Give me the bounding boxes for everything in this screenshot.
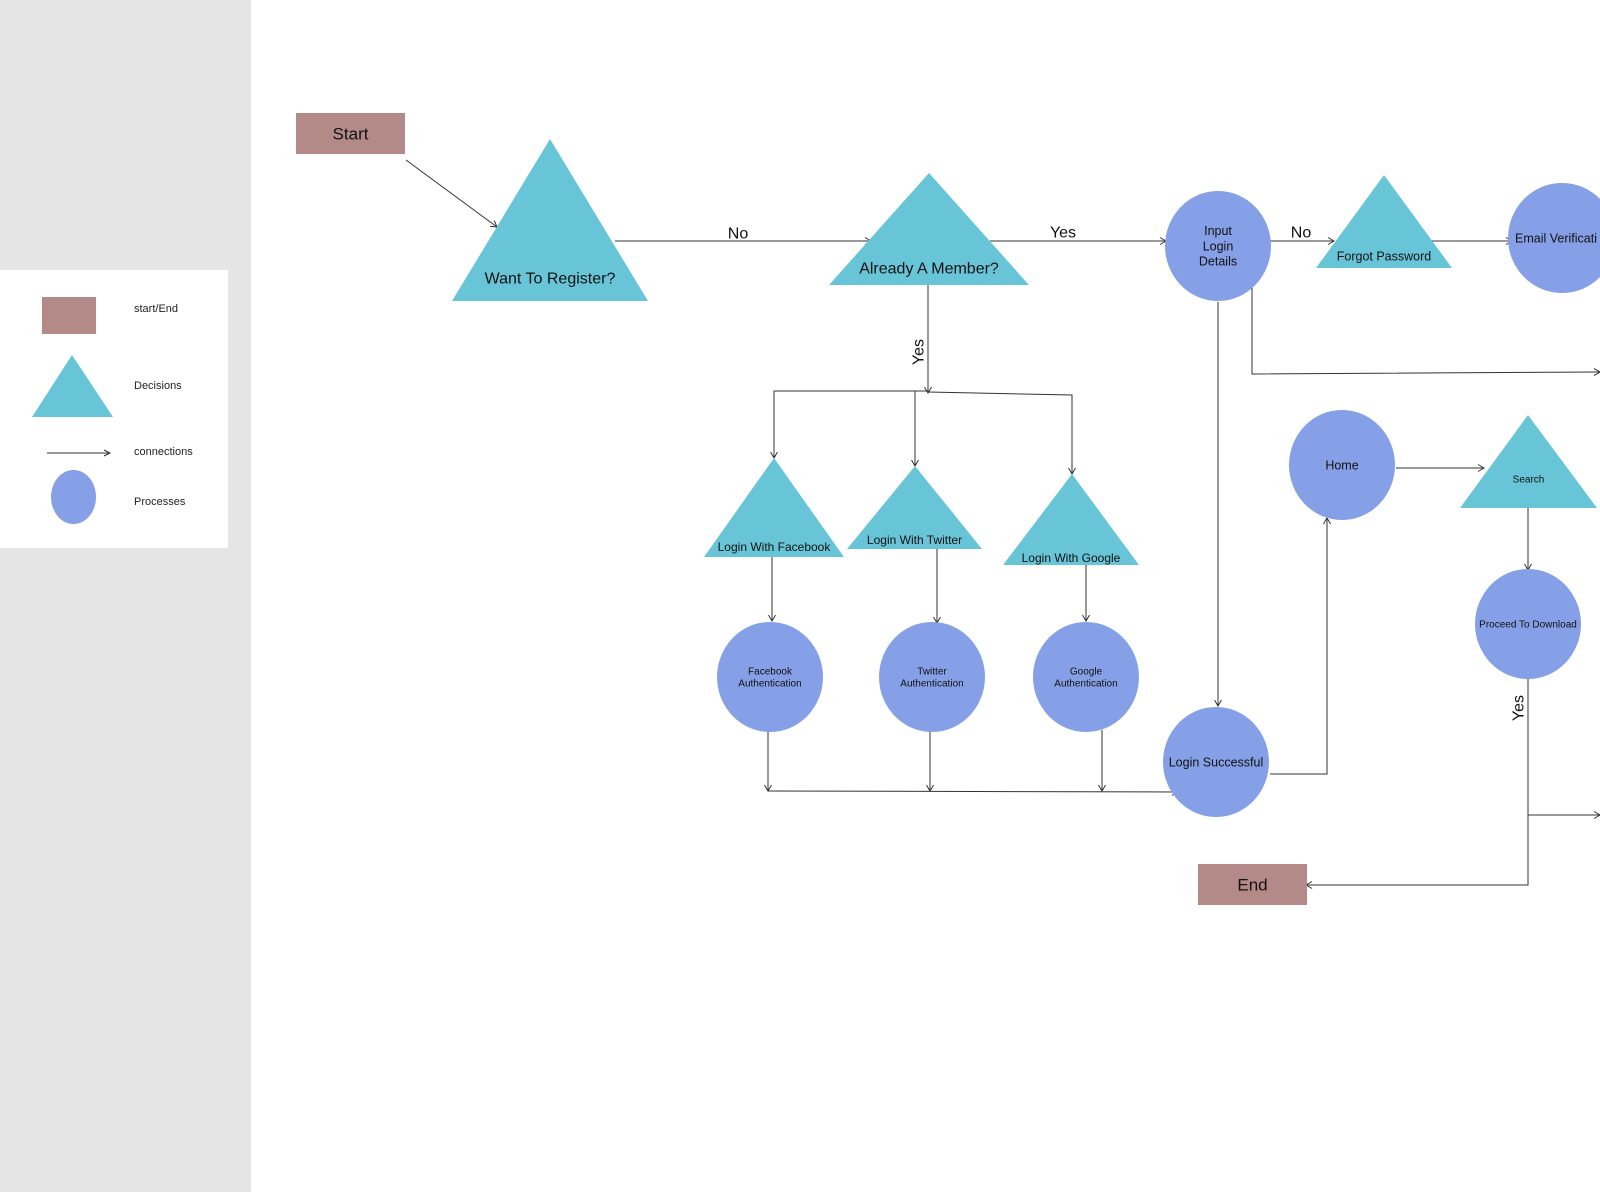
node-home bbox=[1289, 410, 1395, 520]
node-start bbox=[296, 113, 405, 154]
node-google-auth bbox=[1033, 622, 1139, 732]
node-label-search: Search bbox=[1513, 475, 1545, 486]
arrowhead-icon bbox=[768, 614, 776, 622]
node-end bbox=[1198, 864, 1307, 905]
connection-line bbox=[1306, 678, 1529, 886]
edge-label-yes-download: Yes bbox=[1511, 695, 1528, 721]
side-panel bbox=[0, 0, 251, 1192]
edge-label-yes-member: Yes bbox=[1050, 225, 1076, 242]
node-label-login-twitter: Login With Twitter bbox=[867, 533, 962, 547]
connection-line bbox=[1270, 518, 1328, 775]
legend-decision-swatch bbox=[32, 355, 113, 417]
node-label-want-to-register: Want To Register? bbox=[485, 271, 616, 288]
node-login-facebook bbox=[704, 458, 844, 557]
node-label-end: End bbox=[1237, 875, 1267, 894]
edge-label-no-login: No bbox=[1291, 225, 1312, 242]
legend-processes-label: Processes bbox=[134, 496, 186, 508]
connection-lines bbox=[405, 159, 1600, 889]
node-label-forgot-password: Forgot Password bbox=[1337, 249, 1432, 263]
node-label-proceed-download: Proceed To Download bbox=[1479, 620, 1577, 631]
node-label-login-successful: Login Successful bbox=[1169, 755, 1264, 769]
legend-start-end-label: start/End bbox=[134, 303, 179, 315]
node-label-login-google: Login With Google bbox=[1022, 551, 1121, 565]
arrowhead-icon bbox=[1477, 464, 1485, 472]
arrowhead-icon bbox=[1323, 517, 1331, 525]
node-label-start: Start bbox=[333, 124, 369, 143]
legend-decisions-label: Decisions bbox=[134, 380, 182, 392]
arrowhead-icon bbox=[1214, 699, 1222, 707]
node-forgot-password bbox=[1316, 175, 1452, 268]
node-label-email-verification: Email Verificati bbox=[1515, 231, 1597, 245]
connection-line bbox=[405, 159, 498, 228]
connection-line bbox=[773, 390, 928, 458]
legend-connections-label: connections bbox=[134, 446, 193, 458]
node-login-google bbox=[1003, 474, 1139, 565]
node-facebook-auth bbox=[717, 622, 823, 732]
arrowhead-icon bbox=[1593, 811, 1600, 819]
node-login-successful bbox=[1163, 707, 1269, 817]
legend-connection-arrow-icon bbox=[47, 449, 112, 457]
connection-line bbox=[767, 790, 1179, 793]
node-want-to-register bbox=[452, 139, 648, 301]
node-twitter-auth bbox=[879, 622, 985, 732]
arrowhead-icon bbox=[1082, 614, 1090, 622]
connection-line bbox=[927, 391, 1073, 474]
edge-label-no-register: No bbox=[728, 226, 749, 243]
node-label-login-facebook: Login With Facebook bbox=[718, 540, 832, 554]
connection-line bbox=[1251, 285, 1600, 375]
arrowhead-icon bbox=[924, 386, 932, 394]
edge-label-yes-member-down: Yes bbox=[911, 339, 928, 365]
legend-process-swatch bbox=[51, 470, 96, 524]
arrowhead-icon bbox=[1593, 368, 1600, 376]
node-search bbox=[1460, 415, 1597, 508]
legend-start-end-swatch bbox=[42, 297, 96, 334]
node-label-already-member: Already A Member? bbox=[859, 261, 999, 278]
node-login-twitter bbox=[847, 466, 982, 549]
node-already-member bbox=[829, 173, 1029, 285]
arrowhead-icon bbox=[1098, 784, 1106, 792]
node-proceed-download bbox=[1475, 569, 1581, 679]
node-email-verification bbox=[1508, 183, 1600, 293]
node-input-login-details bbox=[1165, 191, 1271, 301]
node-label-home: Home bbox=[1325, 458, 1358, 472]
legend: start/End Decisions connections Processe… bbox=[0, 270, 228, 548]
arrowhead-icon bbox=[1327, 237, 1335, 245]
